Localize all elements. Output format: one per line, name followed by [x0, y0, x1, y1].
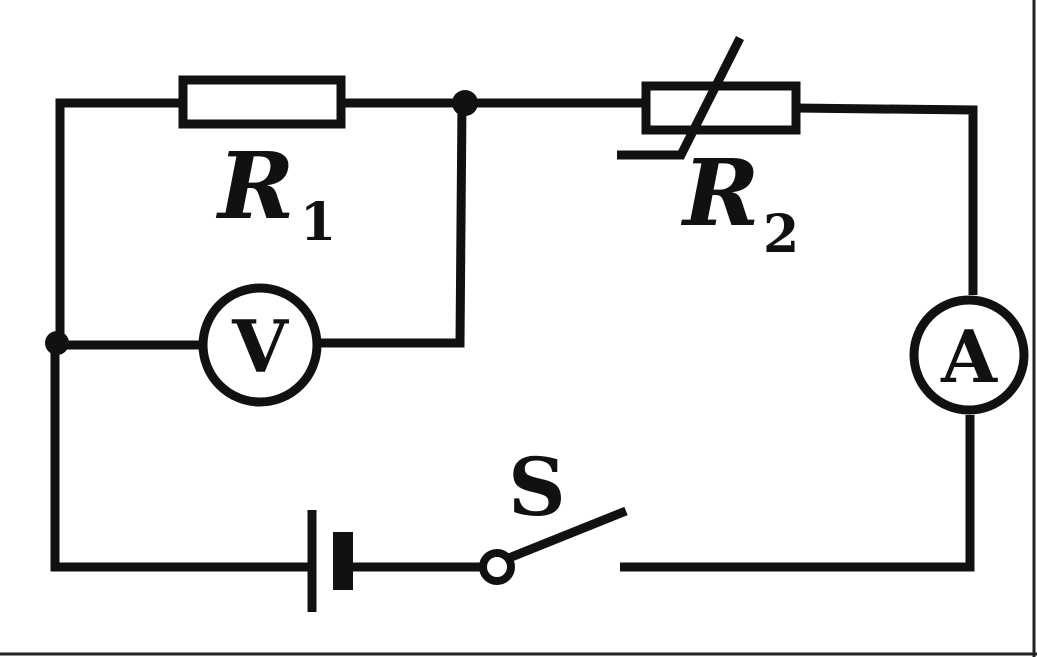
resistor-r2: R 2	[617, 35, 801, 265]
wires	[50, 98, 978, 572]
ammeter-body	[909, 295, 1029, 415]
resistor-r2-symbol: R	[680, 139, 759, 247]
voltmeter-body	[198, 283, 322, 407]
resistor-r1-subscript: 1	[300, 192, 336, 253]
switch-label: S	[508, 440, 566, 534]
battery	[307, 510, 353, 612]
ammeter-label: A	[940, 314, 998, 399]
resistor-r2-subscript: 2	[763, 204, 799, 265]
wire-ammeter-bottom	[620, 415, 975, 572]
voltmeter: V	[198, 283, 322, 407]
resistor-r2-variable-line	[675, 35, 745, 160]
switch-lever	[507, 506, 628, 563]
voltmeter-label: V	[231, 304, 289, 389]
resistor-r1: R 1	[178, 75, 346, 253]
wire-voltmeter-right	[318, 102, 467, 348]
resistor-r1-symbol: R	[215, 132, 294, 240]
resistor-r2-body	[641, 81, 801, 135]
ammeter: A	[909, 295, 1029, 415]
junction-left	[45, 331, 69, 355]
resistor-r1-body	[178, 75, 346, 129]
switch-pivot	[479, 549, 515, 585]
wire-top-left	[55, 98, 182, 345]
wire-left-bottom	[50, 345, 310, 572]
switch: S	[479, 440, 628, 585]
wire-r2-ammeter	[794, 103, 978, 295]
junction-top	[452, 90, 478, 116]
